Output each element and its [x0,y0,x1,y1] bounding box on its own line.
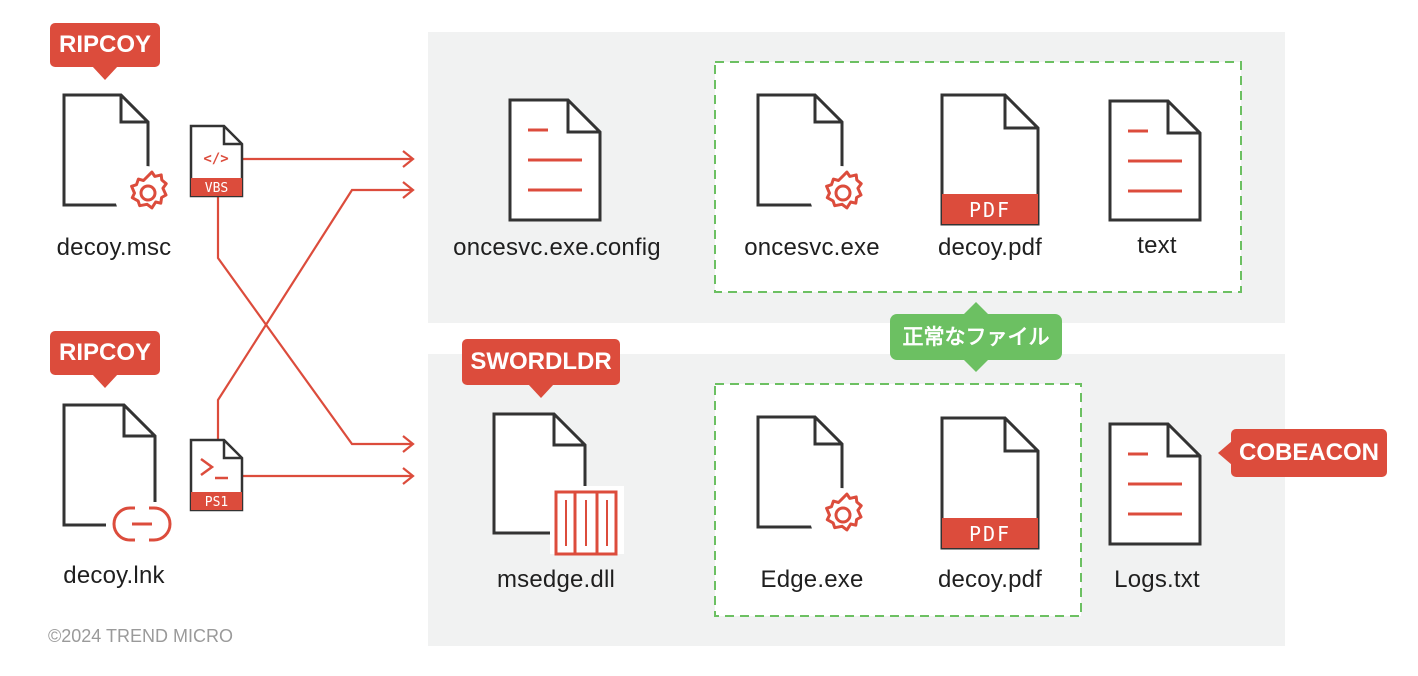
svg-text:</>: </> [203,151,228,167]
arrow-ps1-to-config [216,188,412,440]
text-file-label: text [1137,232,1177,259]
decoy-lnk-label: decoy.lnk [63,562,165,589]
ps1-badge-label: PS1 [205,495,228,510]
cobeacon-tag: COBEACON [1218,429,1387,477]
decoy-msc-icon [62,93,175,226]
swordldr-tag: SWORDLDR [462,339,620,398]
decoy-pdf-bottom-label: decoy.pdf [937,566,1043,593]
msedge-dll-label: msedge.dll [496,566,616,593]
pdf-badge-top: PDF [969,198,1011,222]
ps1-file-icon: PS1 [189,438,244,512]
copyright-notice: ©2024 TREND MICRO [48,626,233,646]
ripcoy-tag-bottom: RIPCOY [50,331,160,388]
decoy-msc-label: decoy.msc [56,234,172,261]
ripcoy-tag-top: RIPCOY [50,23,160,80]
oncesvc-exe-icon [756,93,870,226]
decoy-lnk-icon [62,403,178,548]
vbs-badge-label: VBS [205,181,228,196]
normal-files-tag: 正常なファイル [890,302,1062,372]
logs-txt-label: Logs.txt [1114,566,1200,593]
pdf-file-icon-top: PDF [940,93,1040,226]
pdf-badge-bottom: PDF [969,522,1011,546]
arrow-vbs-to-dll [216,197,412,446]
pdf-file-icon-bottom: PDF [940,416,1040,550]
edge-exe-label: Edge.exe [760,566,864,593]
config-file-icon [508,98,602,222]
connectors [216,150,415,485]
dll-file-icon [492,412,624,556]
oncesvc-config-label: oncesvc.exe.config [453,234,661,261]
decoy-pdf-top-label: decoy.pdf [937,234,1043,261]
text-file-icon [1108,99,1202,222]
vbs-file-icon: </> VBS [189,124,244,198]
oncesvc-exe-label: oncesvc.exe [744,234,880,261]
logs-file-icon [1108,422,1202,546]
edge-exe-icon [756,415,870,548]
